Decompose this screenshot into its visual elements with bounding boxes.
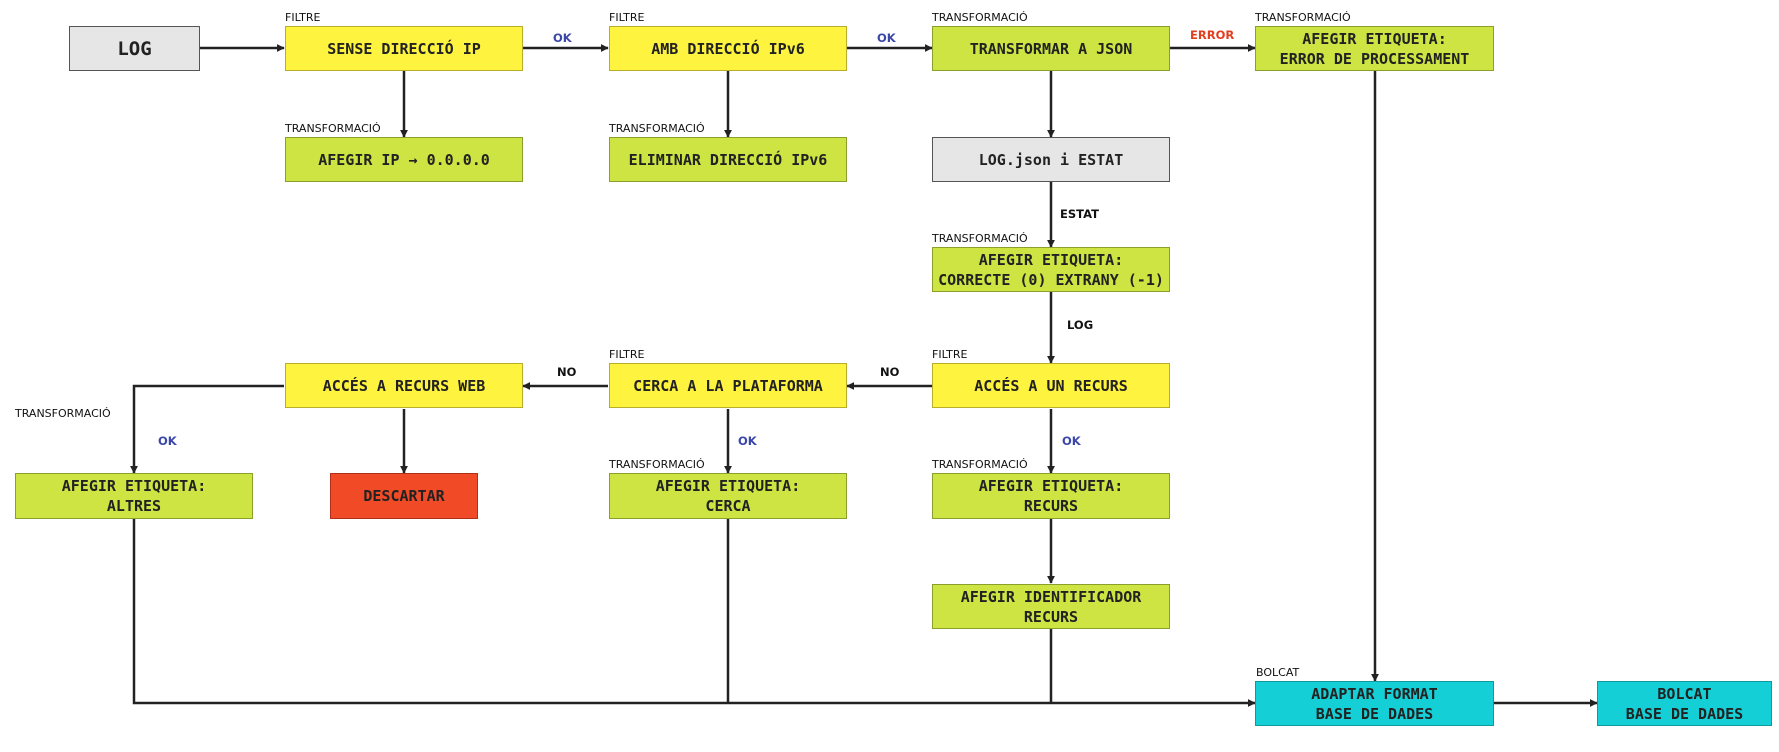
node-log-json: LOG.json i ESTAT: [932, 137, 1170, 182]
edge-label-log: LOG: [1067, 318, 1094, 332]
node-ip-zero: AFEGIR IP → 0.0.0.0: [285, 137, 523, 182]
node-adapt-db: ADAPTAR FORMAT BASE DE DADES: [1255, 681, 1494, 726]
node-error-tag: AFEGIR ETIQUETA: ERROR DE PROCESSAMENT: [1255, 26, 1494, 71]
edge-acces-web-to-altres: [130, 384, 284, 474]
edge-label-no-2: NO: [557, 365, 577, 379]
node-log: LOG: [69, 26, 200, 71]
node-altres-tag: AFEGIR ETIQUETA: ALTRES: [15, 473, 253, 519]
node-to-json: TRANSFORMAR A JSON: [932, 26, 1170, 71]
tag-amb-ipv6: FILTRE: [609, 11, 645, 24]
node-recurs-id: AFEGIR IDENTIFICADOR RECURS: [932, 584, 1170, 629]
edge-label-ok-altres: OK: [158, 434, 177, 448]
tag-sense-ip: FILTRE: [285, 11, 321, 24]
node-acces-web: ACCÉS A RECURS WEB: [285, 363, 523, 408]
tag-recurs-tag: TRANSFORMACIÓ: [932, 458, 1028, 471]
node-sense-ip: SENSE DIRECCIÓ IP: [285, 26, 523, 71]
tag-adapt-db: BOLCAT: [1256, 666, 1300, 679]
edge-label-ok-2: OK: [877, 31, 896, 45]
tag-ip-zero: TRANSFORMACIÓ: [285, 122, 381, 135]
node-recurs-tag: AFEGIR ETIQUETA: RECURS: [932, 473, 1170, 519]
node-descartar: DESCARTAR: [330, 473, 478, 519]
tag-to-json: TRANSFORMACIÓ: [932, 11, 1028, 24]
edge-label-ok-1: OK: [553, 31, 572, 45]
edge-label-error: ERROR: [1190, 28, 1235, 42]
node-cerca-tag: AFEGIR ETIQUETA: CERCA: [609, 473, 847, 519]
node-del-ipv6: ELIMINAR DIRECCIÓ IPv6: [609, 137, 847, 182]
tag-cerca-tag: TRANSFORMACIÓ: [609, 458, 705, 471]
node-bolcat-db: BOLCAT BASE DE DADES: [1597, 681, 1772, 726]
node-cerca-plat: CERCA A LA PLATAFORMA: [609, 363, 847, 408]
node-amb-ipv6: AMB DIRECCIÓ IPv6: [609, 26, 847, 71]
edge-altres-to-adapt-db: [132, 519, 1256, 707]
edge-label-estat: ESTAT: [1060, 207, 1099, 221]
tag-state-tag: TRANSFORMACIÓ: [932, 232, 1028, 245]
edge-label-ok-recurs: OK: [1062, 434, 1081, 448]
tag-cerca-plat: FILTRE: [609, 348, 645, 361]
tag-del-ipv6: TRANSFORMACIÓ: [609, 122, 705, 135]
tag-error-tag: TRANSFORMACIÓ: [1255, 11, 1351, 24]
edge-label-no-1: NO: [880, 365, 900, 379]
node-acces-recurs: ACCÉS A UN RECURS: [932, 363, 1170, 408]
tag-acces-recurs: FILTRE: [932, 348, 968, 361]
node-state-tag: AFEGIR ETIQUETA: CORRECTE (0) EXTRANY (-…: [932, 247, 1170, 292]
edge-label-ok-cerca: OK: [738, 434, 757, 448]
tag-altres-transform: TRANSFORMACIÓ: [15, 407, 111, 420]
